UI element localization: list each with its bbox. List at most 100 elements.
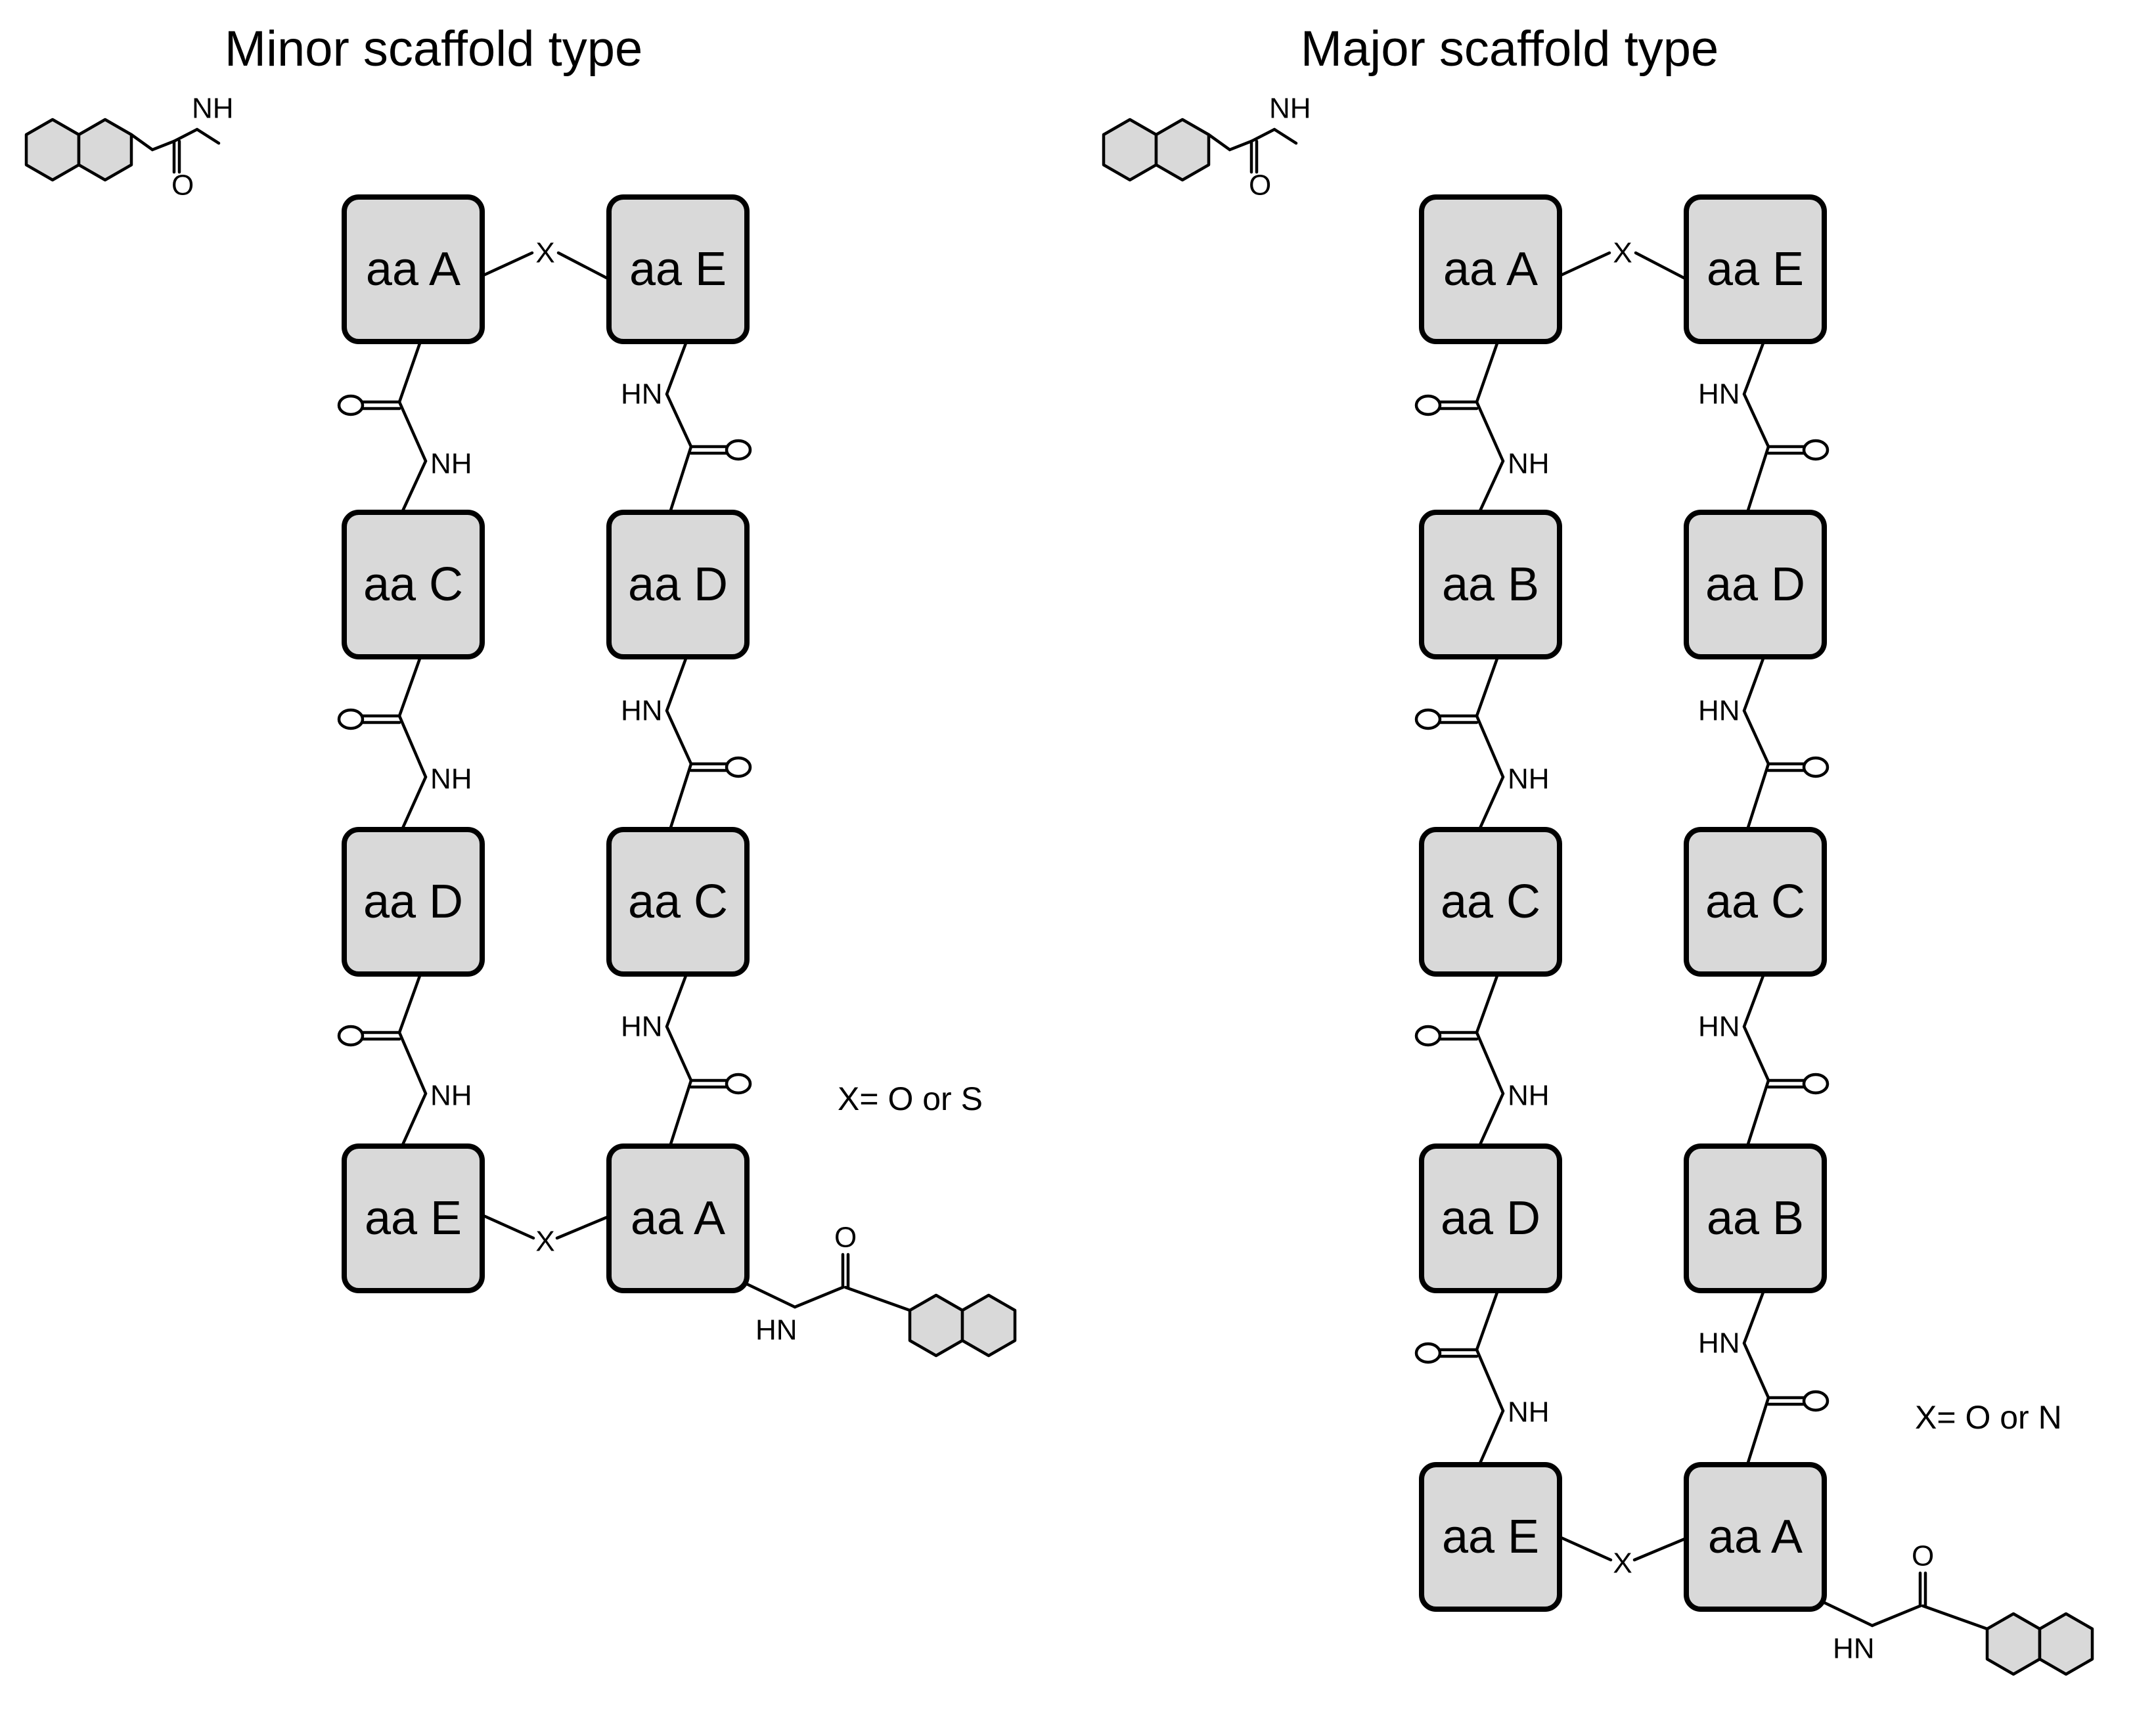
minor-left-box-2 — [342, 510, 485, 659]
minor-left-links: NH NH NH — [337, 340, 472, 1148]
minor-left-box-4 — [342, 1143, 485, 1293]
minor-right-box-3-label: aa C — [628, 876, 728, 928]
major-left-box-1-label: aa A — [1443, 243, 1538, 296]
major-top-x-bridge: X — [1558, 237, 1688, 281]
major-right-box-3-label: aa C — [1705, 876, 1805, 928]
major-panel-title: Major scaffold type — [1301, 21, 1718, 77]
minor-right-column: aa E aa D aa C aa A — [606, 194, 750, 1293]
major-right-link-2-hn: HN — [1698, 695, 1740, 727]
minor-top-x: X — [535, 237, 554, 269]
major-right-link-4-hn: HN — [1698, 1327, 1740, 1360]
minor-right-link-1: HN — [621, 340, 752, 514]
major-right-box-2-label: aa D — [1705, 558, 1805, 611]
minor-left-link-3-nh: NH — [430, 1080, 472, 1112]
major-bottom-hn: HN — [1833, 1633, 1875, 1665]
major-left-box-4-label: aa D — [1441, 1192, 1540, 1245]
minor-left-box-3-label: aa D — [363, 876, 463, 928]
major-right-links: HN HN HN HN — [1698, 340, 1830, 1467]
major-left-box-2 — [1419, 510, 1562, 659]
minor-left-box-4-label: aa E — [365, 1192, 462, 1245]
major-left-link-3: NH — [1414, 972, 1550, 1148]
major-right-box-1-label: aa E — [1707, 243, 1804, 296]
major-left-box-3-label: aa C — [1441, 876, 1540, 928]
major-top-naphthyl-ring — [1102, 118, 1211, 182]
minor-right-box-2 — [606, 510, 750, 659]
minor-left-link-2-nh: NH — [430, 763, 472, 795]
major-left-box-5-label: aa E — [1442, 1511, 1539, 1563]
minor-right-link-1-hn: HN — [621, 378, 663, 411]
major-right-box-3 — [1684, 827, 1827, 977]
minor-left-box-1 — [342, 194, 485, 344]
major-right-link-3-hn: HN — [1698, 1011, 1740, 1043]
major-left-box-3 — [1419, 827, 1562, 977]
minor-left-box-3 — [342, 827, 485, 977]
minor-left-box-2-label: aa C — [363, 558, 463, 611]
major-left-link-3-nh: NH — [1508, 1080, 1550, 1112]
minor-right-box-1-label: aa E — [629, 243, 727, 296]
major-top-amide-linker: O NH — [1207, 93, 1311, 202]
major-left-link-2-nh: NH — [1508, 763, 1550, 795]
minor-bottom-naphthyl-ring — [908, 1293, 1017, 1358]
minor-top-x-bridge: X — [480, 237, 611, 281]
minor-x-definition: X= O or S — [838, 1080, 983, 1117]
major-left-box-1 — [1419, 194, 1562, 344]
minor-bottom-x: X — [535, 1226, 554, 1258]
minor-right-box-4-label: aa A — [631, 1192, 725, 1245]
minor-left-link-1: NH — [337, 340, 472, 514]
major-right-link-3: HN — [1698, 972, 1830, 1148]
major-bottom-x-bridge: X — [1558, 1535, 1688, 1580]
minor-bottom-amide-linker: O HN — [745, 1222, 912, 1346]
major-left-link-2: NH — [1414, 655, 1550, 832]
major-left-link-1: NH — [1414, 340, 1550, 514]
major-right-box-4-label: aa B — [1707, 1192, 1804, 1245]
minor-scaffold-panel: Minor scaffold type O NH aa A aa C aa D … — [24, 21, 1017, 1358]
major-left-link-4: NH — [1414, 1289, 1550, 1467]
major-bottom-amide-linker: O HN — [1822, 1540, 1989, 1665]
major-right-box-4 — [1684, 1143, 1827, 1293]
major-left-box-2-label: aa B — [1442, 558, 1539, 611]
major-left-link-1-nh: NH — [1508, 448, 1550, 480]
major-scaffold-panel: Major scaffold type O NH aa A aa B aa C … — [1102, 21, 2094, 1676]
minor-top-amide-linker: O NH — [129, 93, 234, 202]
minor-right-box-4 — [606, 1143, 750, 1293]
minor-right-links: HN HN HN — [621, 340, 752, 1148]
minor-left-link-3: NH — [337, 972, 472, 1148]
major-left-column: aa A aa B aa C aa D aa E — [1419, 194, 1562, 1612]
minor-right-box-1 — [606, 194, 750, 344]
minor-bottom-x-bridge: X — [480, 1213, 611, 1258]
minor-left-column: aa A aa C aa D aa E — [342, 194, 485, 1293]
major-bottom-carbonyl-o: O — [1912, 1540, 1934, 1572]
minor-bottom-hn: HN — [755, 1314, 797, 1346]
major-right-link-1: HN — [1698, 340, 1830, 514]
major-right-link-1-hn: HN — [1698, 378, 1740, 411]
major-right-box-5-label: aa A — [1708, 1511, 1803, 1563]
major-bottom-x: X — [1613, 1547, 1632, 1580]
major-right-box-2 — [1684, 510, 1827, 659]
major-top-x: X — [1613, 237, 1632, 269]
major-bottom-naphthyl-ring — [1985, 1612, 2094, 1676]
minor-top-naphthyl-ring — [24, 118, 133, 182]
major-right-box-1 — [1684, 194, 1827, 344]
major-top-carbonyl-o: O — [1249, 169, 1271, 202]
major-left-link-4-nh: NH — [1508, 1396, 1550, 1429]
minor-right-box-2-label: aa D — [628, 558, 728, 611]
major-right-link-2: HN — [1698, 655, 1830, 832]
major-x-definition: X= O or N — [1915, 1399, 2062, 1436]
minor-top-carbonyl-o: O — [171, 169, 194, 202]
minor-right-link-3: HN — [621, 972, 752, 1148]
minor-panel-title: Minor scaffold type — [225, 21, 642, 77]
minor-right-link-3-hn: HN — [621, 1011, 663, 1043]
minor-left-link-1-nh: NH — [430, 448, 472, 480]
major-right-link-4: HN — [1698, 1289, 1830, 1467]
minor-left-link-2: NH — [337, 655, 472, 832]
major-left-box-4 — [1419, 1143, 1562, 1293]
minor-bottom-carbonyl-o: O — [834, 1222, 857, 1254]
minor-right-link-2-hn: HN — [621, 695, 663, 727]
major-left-links: NH NH NH NH — [1414, 340, 1550, 1467]
minor-right-box-3 — [606, 827, 750, 977]
major-top-nh: NH — [1269, 93, 1311, 125]
minor-left-box-1-label: aa A — [366, 243, 460, 296]
minor-right-link-2: HN — [621, 655, 752, 832]
major-right-column: aa E aa D aa C aa B aa A — [1684, 194, 1827, 1612]
